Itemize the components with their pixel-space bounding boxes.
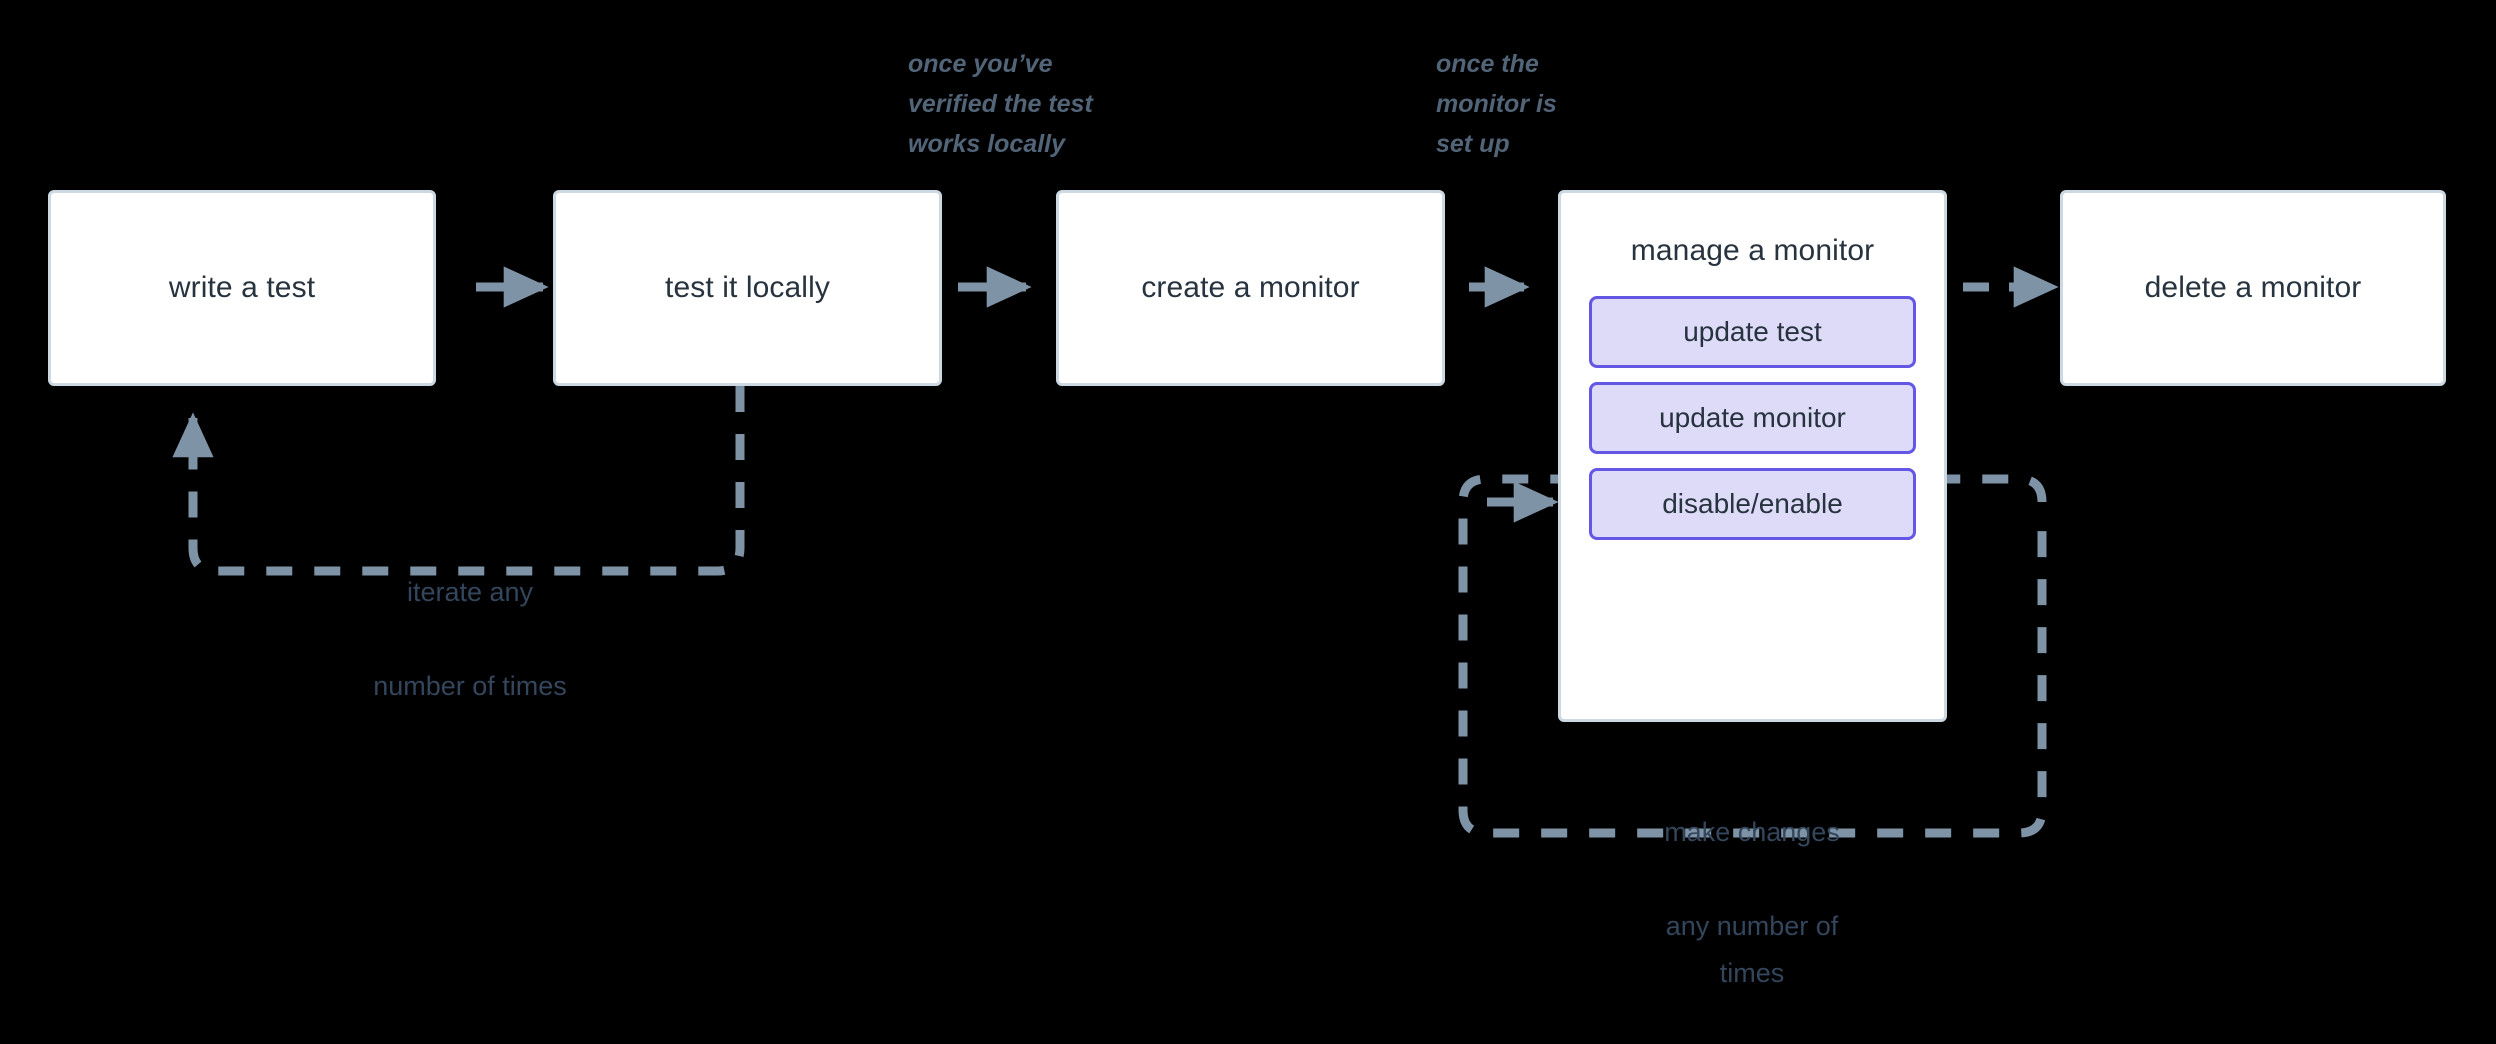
loop-label-line-1: iterate any bbox=[406, 577, 534, 607]
manage-subnode-list: update test update monitor disable/enabl… bbox=[1561, 296, 1944, 564]
node-label: write a test bbox=[168, 271, 316, 304]
node-manage-a-monitor[interactable]: manage a monitor update test update moni… bbox=[1558, 190, 1947, 722]
loop-label-line-2: number of times bbox=[363, 663, 577, 710]
node-write-a-test[interactable]: write a test bbox=[48, 190, 436, 386]
node-create-a-monitor[interactable]: create a monitor bbox=[1056, 190, 1445, 386]
node-test-it-locally[interactable]: test it locally bbox=[553, 190, 942, 386]
node-label: create a monitor bbox=[1141, 271, 1360, 304]
node-delete-a-monitor[interactable]: delete a monitor bbox=[2060, 190, 2446, 386]
loop-label-line-3: times bbox=[1719, 958, 1785, 988]
node-label: delete a monitor bbox=[2144, 271, 2362, 304]
annotation-monitor-set-up: once the monitor is set up bbox=[1436, 50, 1557, 158]
subnode-label: update test bbox=[1683, 316, 1822, 347]
loop-label-line-1: make changes bbox=[1664, 817, 1840, 847]
edge-layer bbox=[172, 266, 2059, 838]
loop-label-make-changes: make changes any number of times bbox=[1552, 762, 1952, 1044]
subnode-update-test[interactable]: update test bbox=[1589, 296, 1916, 368]
subnode-label: update monitor bbox=[1659, 402, 1846, 433]
subnode-disable-enable[interactable]: disable/enable bbox=[1589, 468, 1916, 540]
node-label: manage a monitor bbox=[1630, 234, 1875, 267]
loop-label-iterate: iterate any number of times bbox=[270, 522, 670, 710]
diagram-canvas: write a test test it locally create a mo… bbox=[48, 50, 2446, 988]
annotation-verified-locally: once you’ve verified the test works loca… bbox=[908, 50, 1093, 158]
subnode-update-monitor[interactable]: update monitor bbox=[1589, 382, 1916, 454]
node-label: test it locally bbox=[665, 271, 830, 304]
subnode-label: disable/enable bbox=[1662, 488, 1843, 519]
loop-label-line-2: any number of bbox=[1655, 903, 1849, 950]
